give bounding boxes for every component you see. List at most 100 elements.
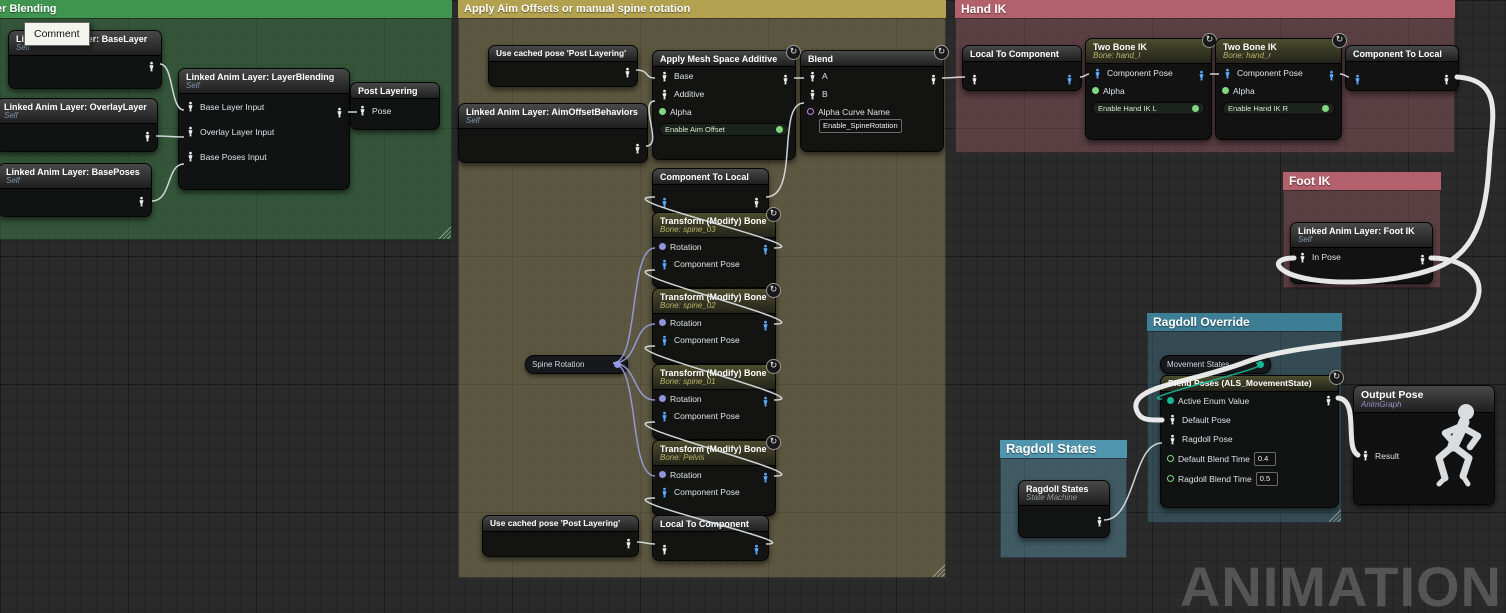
component-pose-in-pin-icon[interactable] [659, 487, 670, 498]
node-two-bone-ik-left[interactable]: ↻ Two Bone IK Bone: hand_l Component Pos… [1085, 33, 1217, 140]
component-pose-out-pin-icon[interactable] [751, 544, 762, 555]
float-pin-icon[interactable] [1167, 455, 1174, 463]
pose-out-pin-icon[interactable] [136, 196, 147, 207]
node-linked-anim-layer-baseposes[interactable]: Linked Anim Layer: BasePoses Self [0, 163, 152, 217]
node-linked-anim-layer-overlaylayer[interactable]: Linked Anim Layer: OverlayLayer Self [0, 98, 158, 152]
comment-title[interactable]: er Blending [0, 0, 452, 18]
pose-out-pin-icon[interactable] [622, 67, 633, 78]
rotator-out-pin-icon[interactable] [614, 361, 621, 368]
pose-watch-icon[interactable]: ↻ [1329, 370, 1344, 385]
float-pin-icon[interactable] [1092, 87, 1099, 95]
node-linked-anim-layer-aimoffsetbehaviors[interactable]: Linked Anim Layer: AimOffsetBehaviors Se… [458, 103, 648, 163]
comment-title[interactable]: Ragdoll States [1000, 440, 1127, 458]
pose-in-pin-icon[interactable] [1167, 414, 1178, 425]
enum-pin-icon[interactable] [1167, 397, 1174, 405]
component-pose-out-pin-icon[interactable] [1196, 70, 1207, 81]
pose-watch-icon[interactable]: ↻ [1332, 33, 1347, 48]
pose-out-pin-icon[interactable] [751, 197, 762, 208]
pose-out-pin-icon[interactable] [1323, 395, 1334, 406]
component-pose-in-pin-icon[interactable] [659, 259, 670, 270]
pose-out-pin-icon[interactable] [146, 61, 157, 72]
rotator-pin-icon[interactable] [659, 243, 666, 251]
pose-out-pin-icon[interactable] [623, 538, 634, 549]
name-pin-icon[interactable] [807, 108, 814, 116]
comment-title[interactable]: Hand IK [955, 0, 1455, 18]
node-local-to-component-hand[interactable]: Local To Component [962, 45, 1082, 91]
enable-hand-ik-l-toggle[interactable]: Enable Hand IK L [1092, 102, 1205, 116]
node-transform-modify-bone-spine03[interactable]: ↻ Transform (Modify) Bone Bone: spine_03… [652, 207, 781, 288]
component-pose-in-pin-icon[interactable] [1092, 68, 1103, 79]
node-blend-poses-movementstate[interactable]: ↻ Blend Poses (ALS_MovementState) Active… [1160, 370, 1344, 508]
component-pose-out-pin-icon[interactable] [760, 396, 771, 407]
pose-in-pin-icon[interactable] [185, 101, 196, 112]
pose-in-pin-icon[interactable] [185, 151, 196, 162]
pose-out-pin-icon[interactable] [780, 74, 791, 85]
component-pose-in-pin-icon[interactable] [659, 197, 670, 208]
pose-in-pin-icon[interactable] [1360, 450, 1371, 461]
node-component-to-local-hand[interactable]: Component To Local [1345, 45, 1459, 91]
rotator-pin-icon[interactable] [659, 319, 666, 327]
pose-watch-icon[interactable]: ↻ [934, 45, 949, 60]
component-pose-out-pin-icon[interactable] [760, 472, 771, 483]
pose-in-pin-icon[interactable] [1167, 434, 1178, 445]
pose-in-pin-icon[interactable] [659, 544, 670, 555]
float-pin-icon[interactable] [1167, 475, 1174, 483]
pose-out-pin-icon[interactable] [142, 131, 153, 142]
pose-watch-icon[interactable]: ↻ [766, 283, 781, 298]
pose-in-pin-icon[interactable] [807, 89, 818, 100]
node-blend[interactable]: ↻ Blend A B Alpha Curve Name Enable_Spin… [800, 45, 949, 152]
pose-out-pin-icon[interactable] [1417, 254, 1428, 265]
rotator-pin-icon[interactable] [659, 395, 666, 403]
node-use-cached-pose-top[interactable]: Use cached pose 'Post Layering' [488, 45, 638, 87]
node-two-bone-ik-right[interactable]: ↻ Two Bone IK Bone: hand_r Component Pos… [1215, 33, 1347, 140]
node-movement-states-getter[interactable]: Movement States [1160, 355, 1271, 374]
comment-title[interactable]: Ragdoll Override [1147, 313, 1342, 331]
pose-watch-icon[interactable]: ↻ [766, 207, 781, 222]
pose-out-pin-icon[interactable] [334, 107, 345, 118]
pose-watch-icon[interactable]: ↻ [786, 45, 801, 60]
pose-in-pin-icon[interactable] [1297, 252, 1308, 263]
node-component-to-local-mid[interactable]: Component To Local [652, 168, 769, 214]
rotator-pin-icon[interactable] [659, 471, 666, 479]
component-pose-in-pin-icon[interactable] [1352, 74, 1363, 85]
pose-in-pin-icon[interactable] [185, 126, 196, 137]
node-spine-rotation-getter[interactable]: Spine Rotation [525, 355, 628, 374]
node-linked-anim-layer-foot-ik[interactable]: Linked Anim Layer: Foot IK Self In Pose [1290, 222, 1433, 284]
pose-in-pin-icon[interactable] [357, 105, 368, 116]
comment-title[interactable]: Apply Aim Offsets or manual spine rotati… [458, 0, 946, 18]
node-transform-modify-bone-pelvis[interactable]: ↻ Transform (Modify) Bone Bone: Pelvis R… [652, 435, 781, 516]
pose-in-pin-icon[interactable] [659, 89, 670, 100]
pose-watch-icon[interactable]: ↻ [766, 359, 781, 374]
float-pin-icon[interactable] [1222, 87, 1229, 95]
component-pose-out-pin-icon[interactable] [1064, 74, 1075, 85]
node-ragdoll-states-machine[interactable]: Ragdoll States State Machine [1018, 480, 1110, 538]
pose-out-pin-icon[interactable] [632, 143, 643, 154]
node-transform-modify-bone-spine01[interactable]: ↻ Transform (Modify) Bone Bone: spine_01… [652, 359, 781, 440]
ragdoll-blend-time-input[interactable]: 0.5 [1255, 471, 1278, 486]
node-use-cached-pose-bottom[interactable]: Use cached pose 'Post Layering' [482, 515, 639, 557]
pose-watch-icon[interactable]: ↻ [766, 435, 781, 450]
component-pose-in-pin-icon[interactable] [1222, 68, 1233, 79]
node-post-layering[interactable]: Post Layering Pose [350, 82, 440, 130]
component-pose-in-pin-icon[interactable] [659, 335, 670, 346]
component-pose-out-pin-icon[interactable] [1326, 70, 1337, 81]
node-linked-anim-layer-layerblending[interactable]: Linked Anim Layer: LayerBlending Self Ba… [178, 68, 350, 190]
pose-in-pin-icon[interactable] [807, 71, 818, 82]
pose-out-pin-icon[interactable] [1441, 74, 1452, 85]
node-transform-modify-bone-spine02[interactable]: ↻ Transform (Modify) Bone Bone: spine_02… [652, 283, 781, 364]
pose-in-pin-icon[interactable] [659, 71, 670, 82]
pose-in-pin-icon[interactable] [969, 74, 980, 85]
pose-out-pin-icon[interactable] [1094, 516, 1105, 527]
node-apply-mesh-space-additive[interactable]: ↻ Apply Mesh Space Additive Base Additiv… [652, 45, 801, 160]
pose-out-pin-icon[interactable] [928, 74, 939, 85]
node-local-to-component-bottom[interactable]: Local To Component [652, 515, 769, 561]
enable-aim-offset-toggle[interactable]: Enable Aim Offset [659, 123, 789, 137]
enum-out-pin-icon[interactable] [1257, 361, 1264, 368]
component-pose-out-pin-icon[interactable] [760, 320, 771, 331]
component-pose-in-pin-icon[interactable] [659, 411, 670, 422]
enable-hand-ik-r-toggle[interactable]: Enable Hand IK R [1222, 102, 1335, 116]
alpha-curve-name-input[interactable]: Enable_SpineRotation [819, 118, 902, 133]
component-pose-out-pin-icon[interactable] [760, 244, 771, 255]
comment-title[interactable]: Foot IK [1283, 172, 1441, 190]
